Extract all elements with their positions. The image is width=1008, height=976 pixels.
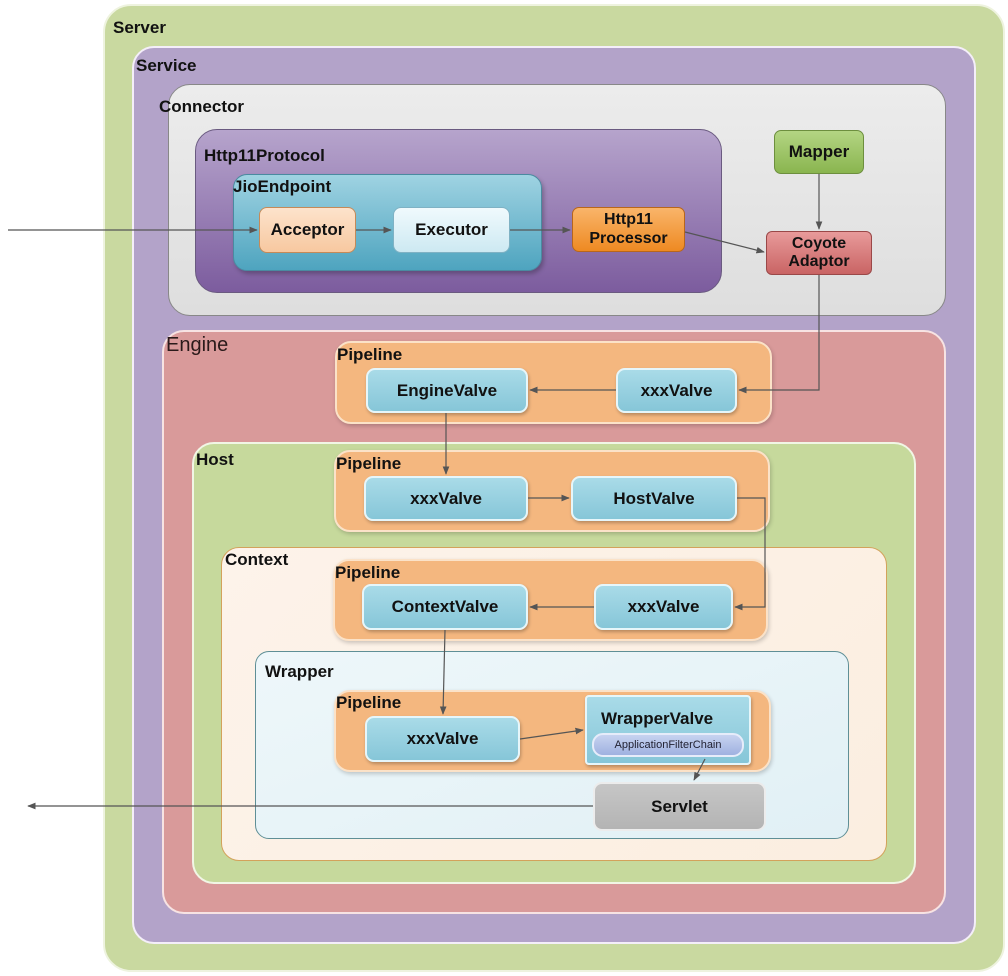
coyote-adaptor-line1: Coyote — [791, 234, 847, 252]
executor-node: Executor — [393, 207, 510, 253]
engine-valve-label: EngineValve — [396, 380, 498, 400]
http11-processor-node: Http11 Processor — [572, 207, 685, 252]
engine-xxx-valve: xxxValve — [616, 368, 737, 413]
host-xxx-valve-label: xxxValve — [410, 488, 482, 508]
host-label: Host — [196, 450, 234, 469]
servlet-node: Servlet — [593, 782, 766, 831]
context-label: Context — [225, 550, 289, 569]
server-label: Server — [113, 18, 166, 37]
engine-valve: EngineValve — [366, 368, 528, 413]
host-valve: HostValve — [571, 476, 737, 521]
host-xxx-valve: xxxValve — [364, 476, 528, 521]
wrapper-pipeline-label: Pipeline — [336, 693, 402, 712]
service-label: Service — [136, 56, 197, 75]
engine-pipeline-label: Pipeline — [337, 345, 403, 364]
wrapper-valve-label: WrapperValve — [601, 709, 714, 728]
application-filter-chain-label: ApplicationFilterChain — [614, 738, 722, 751]
mapper-node: Mapper — [774, 130, 864, 174]
wrapper-xxx-valve-label: xxxValve — [406, 729, 479, 749]
context-valve-label: ContextValve — [391, 597, 499, 617]
coyote-adaptor-node: Coyote Adaptor — [766, 231, 872, 275]
engine-label: Engine — [166, 334, 229, 356]
mapper-label: Mapper — [788, 142, 850, 162]
executor-label: Executor — [415, 220, 488, 240]
acceptor-node: Acceptor — [259, 207, 356, 253]
wrapper-valve: WrapperValve ApplicationFilterChain — [585, 695, 751, 765]
wrapper-xxx-valve: xxxValve — [365, 716, 520, 762]
wrapper-label: Wrapper — [265, 662, 334, 681]
host-pipeline-label: Pipeline — [336, 454, 402, 473]
context-xxx-valve-label: xxxValve — [627, 597, 700, 617]
jioendpoint-label: JioEndpoint — [233, 177, 332, 196]
engine-xxx-valve-label: xxxValve — [640, 380, 713, 400]
context-xxx-valve: xxxValve — [594, 584, 733, 630]
application-filter-chain: ApplicationFilterChain — [592, 733, 744, 757]
context-pipeline-label: Pipeline — [335, 563, 401, 582]
http11-processor-line1: Http11 — [604, 211, 653, 229]
servlet-label: Servlet — [651, 796, 708, 816]
host-valve-label: HostValve — [613, 488, 695, 508]
connector-label: Connector — [159, 97, 244, 116]
http11-processor-line2: Processor — [589, 229, 668, 247]
coyote-adaptor-line2: Adaptor — [788, 253, 850, 270]
context-valve: ContextValve — [362, 584, 528, 630]
acceptor-label: Acceptor — [270, 220, 345, 240]
http11protocol-label: Http11Protocol — [204, 146, 325, 165]
